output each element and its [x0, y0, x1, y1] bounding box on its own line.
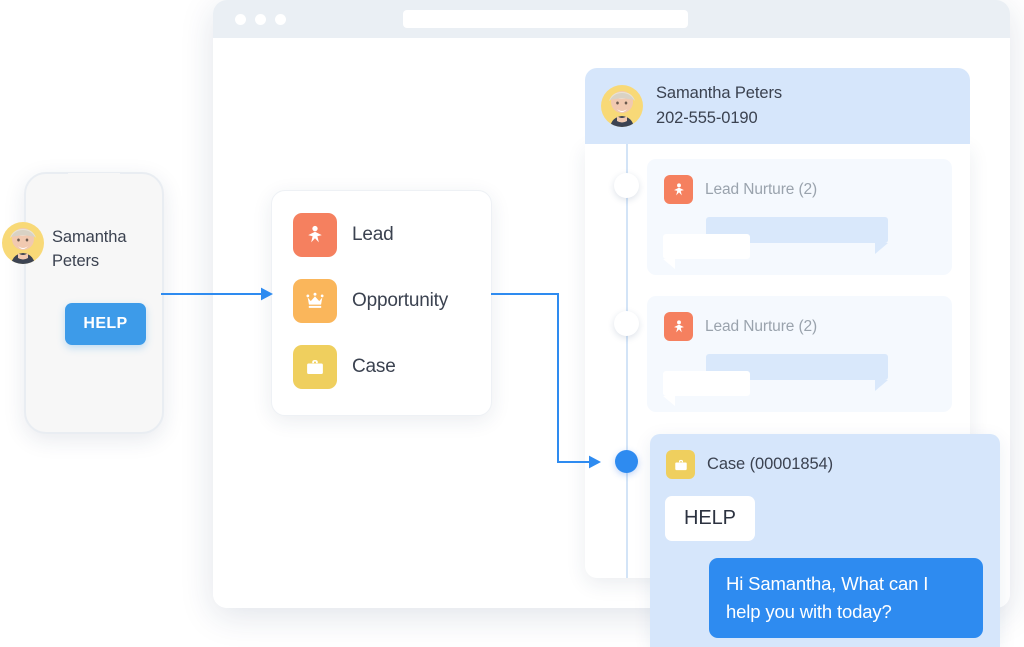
briefcase-icon	[293, 345, 337, 389]
selector-item-opportunity[interactable]: Opportunity	[293, 279, 448, 323]
event-card-title: Lead Nurture (2)	[705, 180, 818, 198]
close-dot-icon[interactable]	[235, 14, 246, 25]
selector-item-label: Opportunity	[352, 290, 449, 311]
lead-person-icon	[664, 175, 693, 204]
event-card-title: Lead Nurture (2)	[705, 317, 818, 335]
lead-person-icon	[664, 312, 693, 341]
phone-contact-name: Samantha Peters	[52, 226, 152, 274]
lead-person-icon	[293, 213, 337, 257]
case-card-title: Case (00001854)	[707, 455, 834, 473]
browser-titlebar	[213, 0, 1010, 38]
help-button[interactable]: HELP	[65, 303, 146, 345]
timeline-event-card[interactable]: Lead Nurture (2)	[647, 159, 952, 275]
timeline-dot[interactable]	[614, 311, 639, 336]
maximize-dot-icon[interactable]	[275, 14, 286, 25]
briefcase-icon	[666, 450, 695, 479]
avatar-icon	[601, 85, 643, 127]
event-card-header: Lead Nurture (2)	[664, 312, 817, 341]
phone-contact-name-line1: Samantha	[52, 228, 127, 246]
timeline-dot-active[interactable]	[615, 450, 638, 473]
selector-item-lead[interactable]: Lead	[293, 213, 394, 257]
lead-glyph	[308, 225, 322, 243]
message-bubble-incoming: HELP	[665, 496, 755, 541]
crown-glyph	[306, 292, 324, 308]
lead-glyph	[673, 319, 684, 332]
contact-panel-header: Samantha Peters 202-555-0190	[585, 68, 970, 144]
contact-name: Samantha Peters	[656, 84, 782, 103]
timeline-axis	[626, 144, 628, 578]
contact-avatar	[601, 85, 643, 127]
phone-contact-name-line2: Peters	[52, 251, 100, 270]
briefcase-glyph	[307, 360, 323, 374]
lead-glyph	[673, 182, 684, 195]
contact-info: Samantha Peters 202-555-0190	[656, 81, 782, 131]
event-card-header: Lead Nurture (2)	[664, 175, 817, 204]
phone-contact-avatar	[2, 222, 44, 264]
briefcase-glyph	[674, 459, 687, 470]
selector-item-case[interactable]: Case	[293, 345, 396, 389]
minimize-dot-icon[interactable]	[255, 14, 266, 25]
timeline-event-card[interactable]: Lead Nurture (2)	[647, 296, 952, 412]
timeline-dot[interactable]	[614, 173, 639, 198]
avatar-icon	[2, 222, 44, 264]
phone-notch	[68, 173, 120, 182]
record-type-selector-card: Lead Opportunity Case	[271, 190, 492, 416]
case-event-card[interactable]: Case (00001854) HELP Hi Samantha, What c…	[650, 434, 1000, 647]
case-card-header: Case (00001854)	[666, 450, 833, 479]
crown-icon	[293, 279, 337, 323]
contact-phone: 202-555-0190	[656, 109, 758, 127]
placeholder-message-outgoing	[663, 371, 750, 406]
selector-item-label: Case	[352, 356, 396, 377]
selector-item-label: Lead	[352, 224, 394, 245]
placeholder-message-outgoing	[663, 234, 750, 269]
message-bubble-outgoing: Hi Samantha, What can I help you with to…	[709, 558, 983, 638]
url-bar-input[interactable]	[403, 10, 688, 28]
phone-mockup: Samantha Peters HELP	[24, 172, 164, 434]
